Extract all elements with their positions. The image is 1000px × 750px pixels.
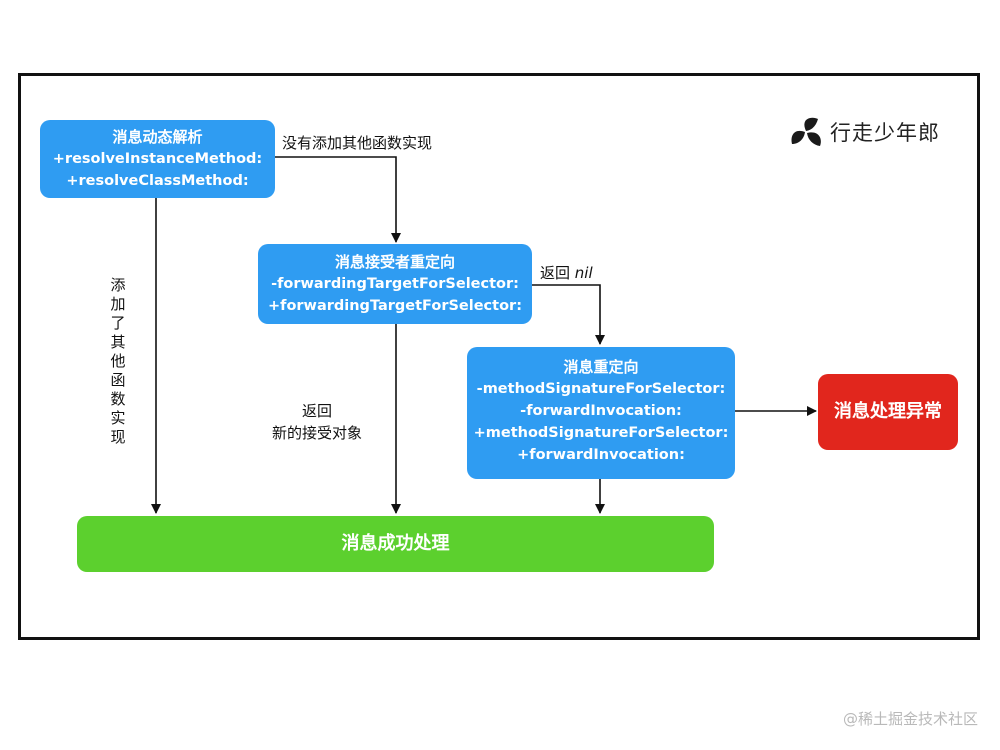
node-title: 消息成功处理 <box>341 533 450 554</box>
node-success: 消息成功处理 <box>77 516 714 572</box>
leaf-logo-icon <box>791 117 821 146</box>
return-line-2: 新的接受对象 <box>272 424 363 442</box>
method-label: +resolveInstanceMethod: <box>52 151 263 167</box>
edge-label-no-other-impl: 没有添加其他函数实现 <box>282 134 433 152</box>
watermark: @稀土掘金技术社区 <box>842 710 978 728</box>
method-label: -forwardingTargetForSelector: <box>271 276 519 292</box>
node-title: 消息重定向 <box>563 358 639 376</box>
node-title: 消息接受者重定向 <box>334 253 455 271</box>
method-label: -methodSignatureForSelector: <box>476 381 726 397</box>
return-word: 返回 <box>540 264 571 282</box>
method-label: +resolveClassMethod: <box>66 173 249 189</box>
method-label: +methodSignatureForSelector: <box>473 425 729 441</box>
method-label: -forwardInvocation: <box>520 403 682 419</box>
node-title: 消息处理异常 <box>834 401 942 422</box>
node-exception: 消息处理异常 <box>818 374 958 450</box>
edge-label-return-new-receiver: 返回 新的接受对象 <box>272 400 362 444</box>
edge-dynamic-to-receiver <box>275 156 401 243</box>
nil-word: nil <box>574 264 593 282</box>
node-receiver-redirect: 消息接受者重定向 -forwardingTargetForSelector: +… <box>258 244 532 324</box>
edge-label-return-nil: 返回 nil <box>540 262 593 283</box>
node-message-redirect: 消息重定向 -methodSignatureForSelector: -forw… <box>467 347 735 479</box>
edge-label-added-impl: 添加了其他函数实现 <box>110 276 126 446</box>
edge-receiver-to-redirect <box>532 284 605 345</box>
method-label: +forwardInvocation: <box>517 447 685 463</box>
logo-text: 行走少年郎 <box>830 121 940 145</box>
node-title: 消息动态解析 <box>112 128 203 146</box>
logo: 行走少年郎 <box>788 116 940 148</box>
method-label: +forwardingTargetForSelector: <box>267 298 522 314</box>
return-line-1: 返回 <box>302 402 333 420</box>
node-dynamic-resolution: 消息动态解析 +resolveInstanceMethod: +resolveC… <box>40 120 275 198</box>
